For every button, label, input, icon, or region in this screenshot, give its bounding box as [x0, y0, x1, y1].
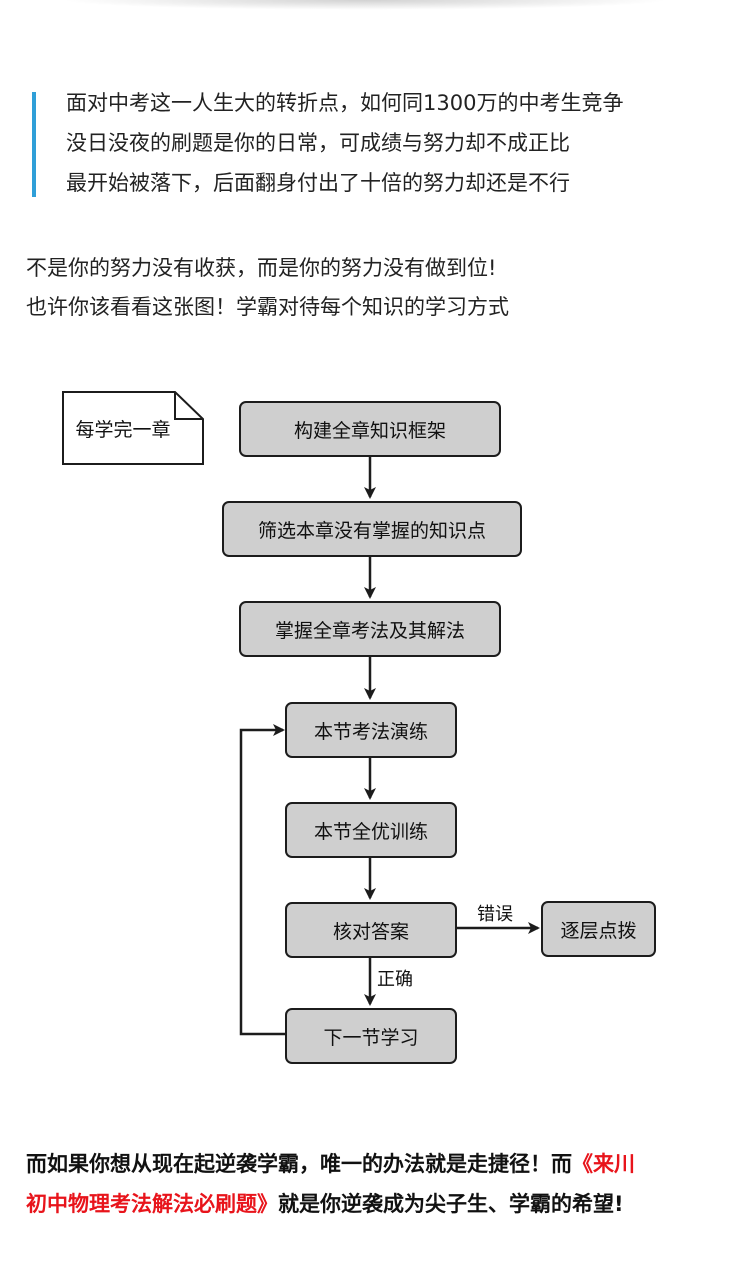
edge-label-correct: 正确	[377, 969, 413, 990]
body-line-2: 也许你该看看这张图！学霸对待每个知识的学习方式	[26, 295, 509, 319]
step-filter-unmastered: 筛选本章没有掌握的知识点	[222, 501, 522, 557]
arrow-loop-back	[239, 724, 286, 1036]
note-label: 每学完一章	[75, 418, 171, 441]
closing-line-1-text: 而如果你想从现在起逆袭学霸，唯一的办法就是走捷径！而	[26, 1152, 572, 1176]
step-next-section: 下一节学习	[285, 1008, 457, 1064]
step-master-methods: 掌握全章考法及其解法	[239, 601, 501, 657]
top-divider-shadow	[60, 0, 670, 10]
closing-line-2-text: 就是你逆袭成为尖子生、学霸的希望!	[278, 1192, 624, 1216]
step-build-framework: 构建全章知识框架	[239, 401, 501, 457]
book-title-end: 初中物理考法解法必刷题》	[26, 1192, 278, 1216]
step-section-training: 本节全优训练	[285, 802, 457, 858]
note-chapter-start: 每学完一章	[62, 391, 204, 465]
step-check-answers: 核对答案	[285, 902, 457, 958]
intro-line-2: 没日没夜的刷题是你的日常，可成绩与努力却不成正比	[66, 131, 570, 155]
intro-line-1: 面对中考这一人生大的转折点，如何同1300万的中考生竞争	[66, 91, 624, 115]
edge-label-wrong: 错误	[477, 904, 513, 925]
closing-line-1: 而如果你想从现在起逆袭学霸，唯一的办法就是走捷径！而《来川	[26, 1149, 635, 1179]
intro-line-3: 最开始被落下，后面翻身付出了十倍的努力却还是不行	[66, 171, 570, 195]
step-guidance: 逐层点拨	[541, 901, 656, 957]
note-shape	[62, 391, 204, 465]
book-title-start: 《来川	[572, 1152, 635, 1176]
body-line-1: 不是你的努力没有收获，而是你的努力没有做到位!	[26, 256, 497, 280]
step-section-practice: 本节考法演练	[285, 702, 457, 758]
quote-accent-bar	[32, 92, 36, 197]
closing-line-2: 初中物理考法解法必刷题》就是你逆袭成为尖子生、学霸的希望!	[26, 1189, 624, 1219]
